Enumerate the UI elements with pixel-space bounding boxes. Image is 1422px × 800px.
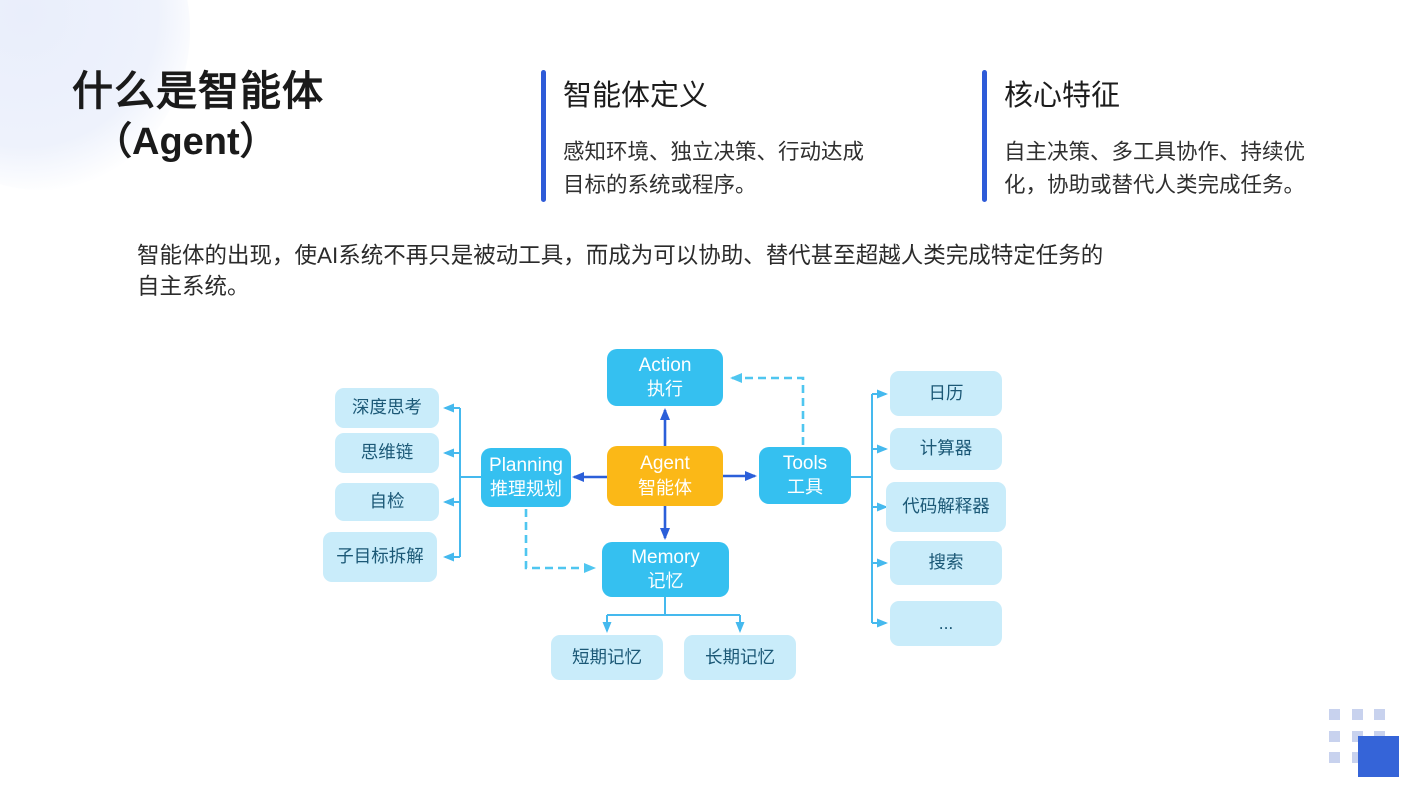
leaf-deep-thinking: 深度思考 (335, 388, 439, 428)
leaf-search: 搜索 (890, 541, 1002, 585)
core-features-heading: 核心特征 (1004, 80, 1121, 112)
leaf-more-tools: ... (890, 601, 1002, 646)
leaf-chain-of-thought: 思维链 (335, 433, 439, 473)
tools-bracket (851, 389, 888, 628)
intro-paragraph: 智能体的出现，使AI系统不再只是被动工具，而成为可以协助、替代甚至超越人类完成特… (137, 240, 1317, 302)
leaf-self-check: 自检 (335, 483, 439, 521)
intro-line: 智能体的出现，使AI系统不再只是被动工具，而成为可以协助、替代甚至超越人类完成特… (137, 243, 1104, 268)
intro-line: 自主系统。 (137, 274, 250, 299)
dashed-links (524, 373, 805, 573)
node-planning-zh: 推理规划 (490, 479, 562, 500)
definition-heading: 智能体定义 (563, 80, 709, 112)
core-features-body-line: 自主决策、多工具协作、持续优 (1004, 140, 1306, 164)
section-core-features: 核心特征 自主决策、多工具协作、持续优 化，协助或替代人类完成任务。 (982, 70, 1412, 202)
node-tools-en: Tools (782, 452, 828, 474)
node-agent: Agent 智能体 (607, 446, 723, 506)
dashed-planning-to-memory (524, 509, 596, 573)
node-agent-zh: 智能体 (638, 477, 692, 498)
connector-lines (443, 373, 888, 633)
definition-body-line: 目标的系统或程序。 (563, 172, 757, 197)
accent-bar (541, 70, 546, 202)
node-action: Action 执行 (607, 349, 723, 406)
leaf-subgoal-decomposition: 子目标拆解 (323, 532, 437, 582)
memory-bracket (602, 597, 745, 633)
node-tools-zh: 工具 (787, 477, 823, 498)
node-memory: Memory 记忆 (602, 542, 729, 597)
leaf-short-term-memory: 短期记忆 (551, 635, 663, 680)
core-features-body-line: 化，协助或替代人类完成任务。 (1004, 172, 1306, 197)
definition-body-line: 感知环境、独立决策、行动达成 (563, 140, 865, 164)
planning-bracket (443, 403, 481, 562)
node-memory-en: Memory (631, 546, 700, 568)
definition-body: 感知环境、独立决策、行动达成 目标的系统或程序。 (563, 136, 864, 201)
node-action-en: Action (638, 354, 692, 376)
title-line-1: 什么是智能体 (72, 68, 324, 114)
node-planning-en: Planning (489, 454, 563, 476)
node-planning: Planning 推理规划 (481, 448, 571, 507)
node-memory-zh: 记忆 (647, 571, 684, 592)
section-definition: 智能体定义 感知环境、独立决策、行动达成 目标的系统或程序。 (541, 70, 961, 202)
dashed-tools-to-action (730, 373, 805, 445)
leaf-long-term-memory: 长期记忆 (684, 635, 796, 680)
page-title: 什么是智能体 （Agent） (72, 64, 502, 168)
leaf-calculator: 计算器 (890, 428, 1002, 470)
node-tools: Tools 工具 (759, 447, 851, 504)
agent-solid-arrows (572, 408, 757, 540)
node-action-zh: 执行 (647, 379, 683, 400)
title-line-2: （Agent） (94, 121, 278, 164)
agent-diagram: Action 执行 Planning 推理规划 Agent 智能体 Tools … (320, 340, 1020, 692)
core-features-body: 自主决策、多工具协作、持续优 化，协助或替代人类完成任务。 (1004, 136, 1305, 201)
node-agent-en: Agent (640, 453, 690, 475)
leaf-code-interpreter: 代码解释器 (886, 482, 1006, 532)
accent-bar (982, 70, 987, 202)
blue-square-decoration (1358, 736, 1399, 777)
leaf-calendar: 日历 (890, 371, 1002, 416)
